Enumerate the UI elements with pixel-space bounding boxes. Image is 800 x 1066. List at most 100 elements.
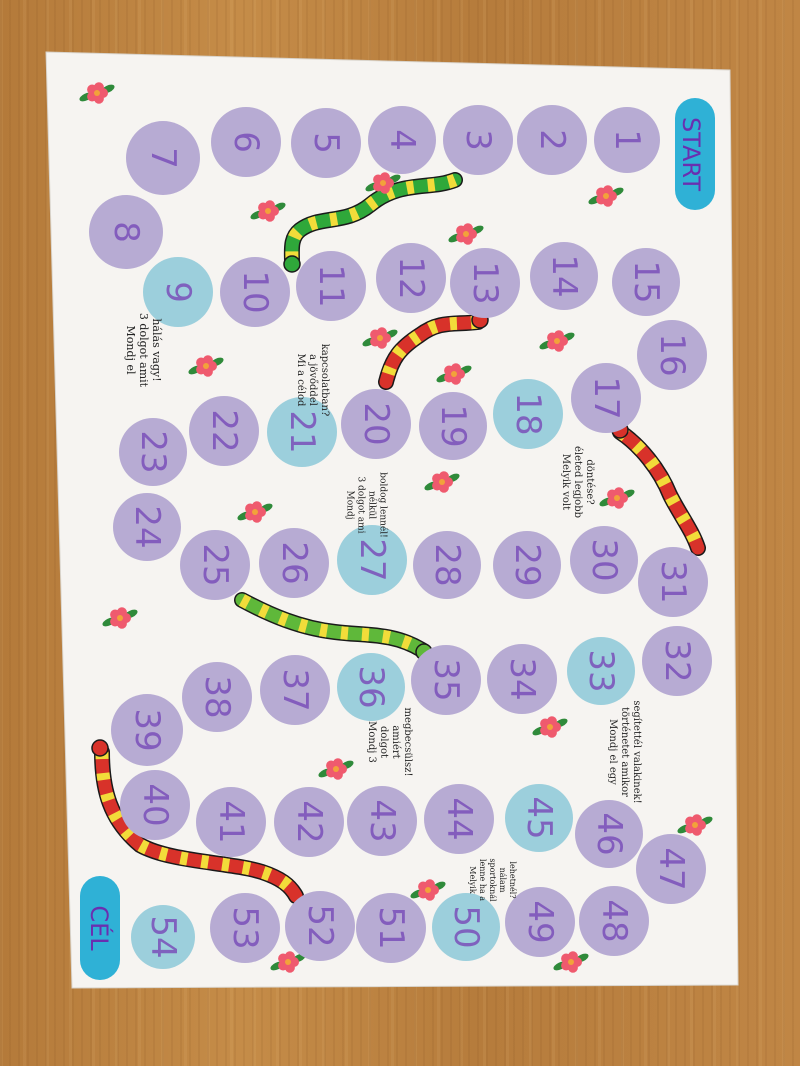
space-7[interactable]: 7 [126, 121, 200, 195]
space-8[interactable]: 8 [89, 195, 163, 269]
space-number: 10 [235, 270, 275, 313]
start-space[interactable]: START [675, 98, 715, 210]
space-40[interactable]: 40 [120, 770, 190, 840]
space-39[interactable]: 39 [111, 694, 183, 766]
space-number: 27 [352, 538, 392, 581]
space-1[interactable]: 1 [594, 107, 660, 173]
space-number: 45 [519, 796, 559, 839]
space-circle [337, 653, 405, 721]
space-44[interactable]: 44 [424, 784, 494, 854]
prompt-note-line: 3 dolgot ami [356, 476, 366, 533]
space-circle [638, 547, 708, 617]
prompt-note-line: segítettél valakinek! [631, 700, 642, 803]
space-circle [296, 251, 366, 321]
space-32[interactable]: 32 [642, 626, 712, 696]
space-11[interactable]: 11 [296, 251, 366, 321]
space-30[interactable]: 30 [570, 526, 638, 594]
space-number: 37 [275, 668, 315, 711]
space-35[interactable]: 35 [411, 645, 481, 715]
space-48[interactable]: 48 [579, 886, 649, 956]
space-3[interactable]: 3 [443, 105, 513, 175]
space-9[interactable]: 9 [143, 257, 213, 327]
space-27[interactable]: 27 [337, 525, 407, 595]
space-24[interactable]: 24 [113, 493, 181, 561]
space-42[interactable]: 42 [274, 787, 344, 857]
space-circle [356, 893, 426, 963]
space-17[interactable]: 17 [571, 363, 641, 433]
space-number: 25 [195, 543, 235, 586]
space-number: 7 [143, 147, 183, 169]
space-circle [259, 528, 329, 598]
flower-icon [677, 814, 713, 836]
flower-icon [410, 879, 446, 901]
space-47[interactable]: 47 [636, 834, 706, 904]
space-6[interactable]: 6 [211, 107, 281, 177]
space-33[interactable]: 33 [567, 637, 635, 705]
space-2[interactable]: 2 [517, 105, 587, 175]
space-28[interactable]: 28 [413, 531, 481, 599]
space-45[interactable]: 45 [505, 784, 573, 852]
space-20[interactable]: 20 [341, 389, 411, 459]
space-number: 39 [127, 708, 167, 751]
prompt-note-line: Melyik volt [560, 454, 571, 510]
space-41[interactable]: 41 [196, 787, 266, 857]
space-52[interactable]: 52 [285, 891, 355, 961]
green-snake-top [283, 172, 463, 273]
space-circle [182, 662, 252, 732]
space-circle [341, 389, 411, 459]
space-number: 49 [520, 900, 560, 943]
space-number: 19 [433, 404, 473, 447]
flower-icon [188, 355, 224, 377]
space-5[interactable]: 5 [291, 108, 361, 178]
space-21[interactable]: 21 [267, 397, 337, 467]
space-31[interactable]: 31 [638, 547, 708, 617]
space-14[interactable]: 14 [530, 242, 598, 310]
space-26[interactable]: 26 [259, 528, 329, 598]
space-number: 12 [391, 256, 431, 299]
space-number: 16 [652, 333, 692, 376]
snake-head [283, 255, 301, 273]
space-54[interactable]: 54 [131, 905, 195, 969]
space-49[interactable]: 49 [505, 887, 575, 957]
space-18[interactable]: 18 [493, 379, 563, 449]
space-circle [337, 525, 407, 595]
space-34[interactable]: 34 [487, 644, 557, 714]
space-23[interactable]: 23 [119, 418, 187, 486]
space-43[interactable]: 43 [347, 786, 417, 856]
prompt-note-line: Mondj [345, 491, 355, 520]
space-16[interactable]: 16 [637, 320, 707, 390]
space-53[interactable]: 53 [210, 893, 280, 963]
space-circle [612, 248, 680, 316]
space-36[interactable]: 36 [337, 653, 405, 721]
space-12[interactable]: 12 [376, 243, 446, 313]
space-15[interactable]: 15 [612, 248, 680, 316]
space-22[interactable]: 22 [189, 396, 259, 466]
space-number: 33 [581, 649, 621, 692]
space-number: 42 [289, 800, 329, 843]
space-25[interactable]: 25 [180, 530, 250, 600]
space-number: 50 [446, 905, 486, 948]
goal-space[interactable]: CÉL [80, 876, 120, 980]
space-4[interactable]: 4 [368, 106, 436, 174]
space-38[interactable]: 38 [182, 662, 252, 732]
space-number: 34 [502, 657, 542, 700]
space-10[interactable]: 10 [220, 257, 290, 327]
space-50[interactable]: 50 [432, 893, 500, 961]
space-circle [443, 105, 513, 175]
space-number: 28 [427, 543, 467, 586]
space-13[interactable]: 13 [450, 248, 520, 318]
space-circle [126, 121, 200, 195]
space-37[interactable]: 37 [260, 655, 330, 725]
space-circle [411, 645, 481, 715]
space-circle [432, 893, 500, 961]
space-51[interactable]: 51 [356, 893, 426, 963]
flower-icon [436, 363, 472, 385]
flower-icon [102, 607, 138, 629]
space-number: 52 [300, 904, 340, 947]
space-number: 3 [458, 129, 498, 151]
space-29[interactable]: 29 [493, 531, 561, 599]
space-46[interactable]: 46 [575, 800, 643, 868]
space-19[interactable]: 19 [419, 392, 487, 460]
